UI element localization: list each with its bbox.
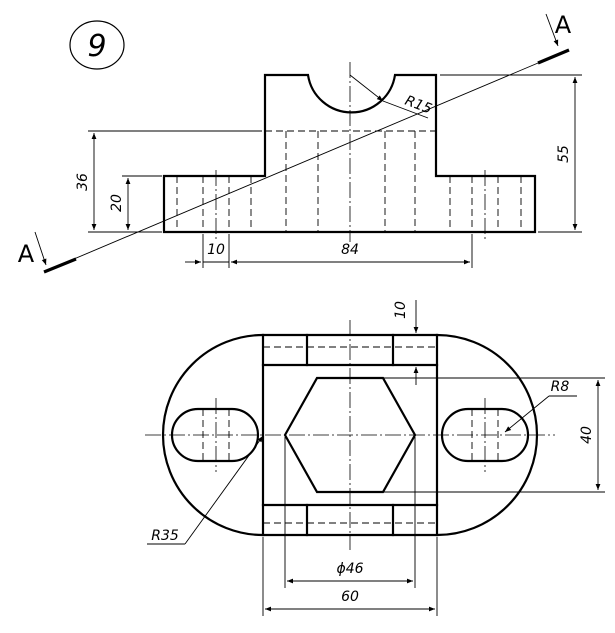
dim-10-label: 10 xyxy=(207,242,225,258)
right-slot xyxy=(440,407,530,463)
section-stroke-top xyxy=(537,48,570,65)
dim-r35-label: R35 xyxy=(151,528,179,544)
dim-55-label: 55 xyxy=(556,145,572,163)
dim-d46-label: ϕ46 xyxy=(336,561,363,577)
front-view xyxy=(162,62,537,242)
section-cutting-plane-line xyxy=(54,54,558,268)
top-view xyxy=(145,320,555,550)
dim-r35-leader xyxy=(184,435,264,545)
dim-20-label: 20 xyxy=(109,194,125,212)
hidden-lines-vertical xyxy=(176,131,522,232)
dim-84-label: 84 xyxy=(341,242,359,258)
left-slot xyxy=(170,407,260,463)
section-arrow-bottom xyxy=(34,231,47,266)
task-number-label: 9 xyxy=(87,29,106,64)
dim-40-label: 40 xyxy=(579,426,595,444)
front-view-dimensions: R15 55 36 20 10 84 xyxy=(75,74,582,268)
section-letter-top: A xyxy=(555,11,572,39)
top-view-dimensions: 10 40 R8 R35 ϕ46 60 xyxy=(147,300,605,616)
front-view-outline xyxy=(162,73,537,234)
dim-10-top-label: 10 xyxy=(393,301,409,319)
section-stroke-bottom xyxy=(43,257,77,274)
dim-r8-leader xyxy=(504,395,550,433)
section-arrow-top xyxy=(545,13,559,47)
section-letter-bottom: A xyxy=(18,240,35,268)
task-number-badge: 9 xyxy=(69,20,125,70)
dim-r15-leader xyxy=(349,74,384,102)
dim-60-label: 60 xyxy=(341,589,359,605)
dim-36-label: 36 xyxy=(75,173,91,191)
dim-r8-label: R8 xyxy=(551,379,570,395)
